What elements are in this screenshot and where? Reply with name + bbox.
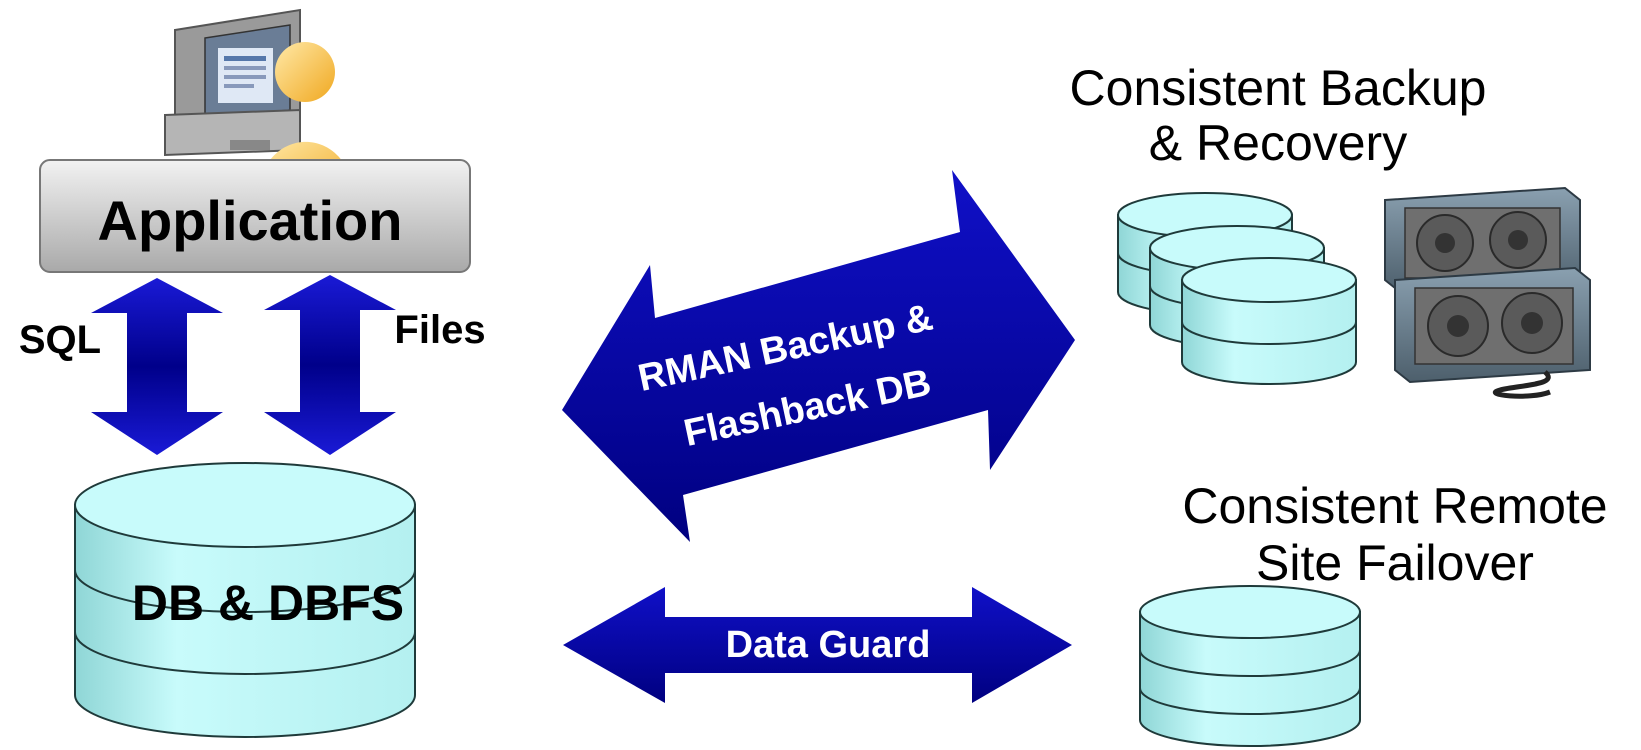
standby-database-cylinder [1139, 585, 1361, 747]
main-database-cylinder: DB & DBFS [74, 462, 416, 738]
data-guard-arrow: Data Guard [563, 587, 1072, 703]
user-at-computer-icon [164, 8, 355, 200]
sql-double-arrow [91, 278, 223, 455]
tape-drive-icon [1384, 186, 1591, 399]
files-label: Files [394, 308, 485, 352]
backup-disk-stack [1117, 192, 1357, 385]
backup-label-line2: & Recovery [1149, 115, 1407, 171]
failover-label-line1: Consistent Remote [1182, 478, 1607, 534]
rman-flashback-arrow: RMAN Backup & Flashback DB [562, 170, 1075, 542]
failover-label-line2: Site Failover [1256, 535, 1534, 591]
application-label: Application [98, 189, 403, 252]
backup-label-line1: Consistent Backup [1070, 60, 1487, 116]
files-double-arrow [264, 275, 396, 455]
sql-label: SQL [19, 318, 101, 362]
application-box: Application [39, 159, 471, 273]
db-label: DB & DBFS [132, 575, 404, 631]
data-guard-label: Data Guard [726, 624, 931, 666]
backup-disk-3 [1181, 257, 1357, 385]
